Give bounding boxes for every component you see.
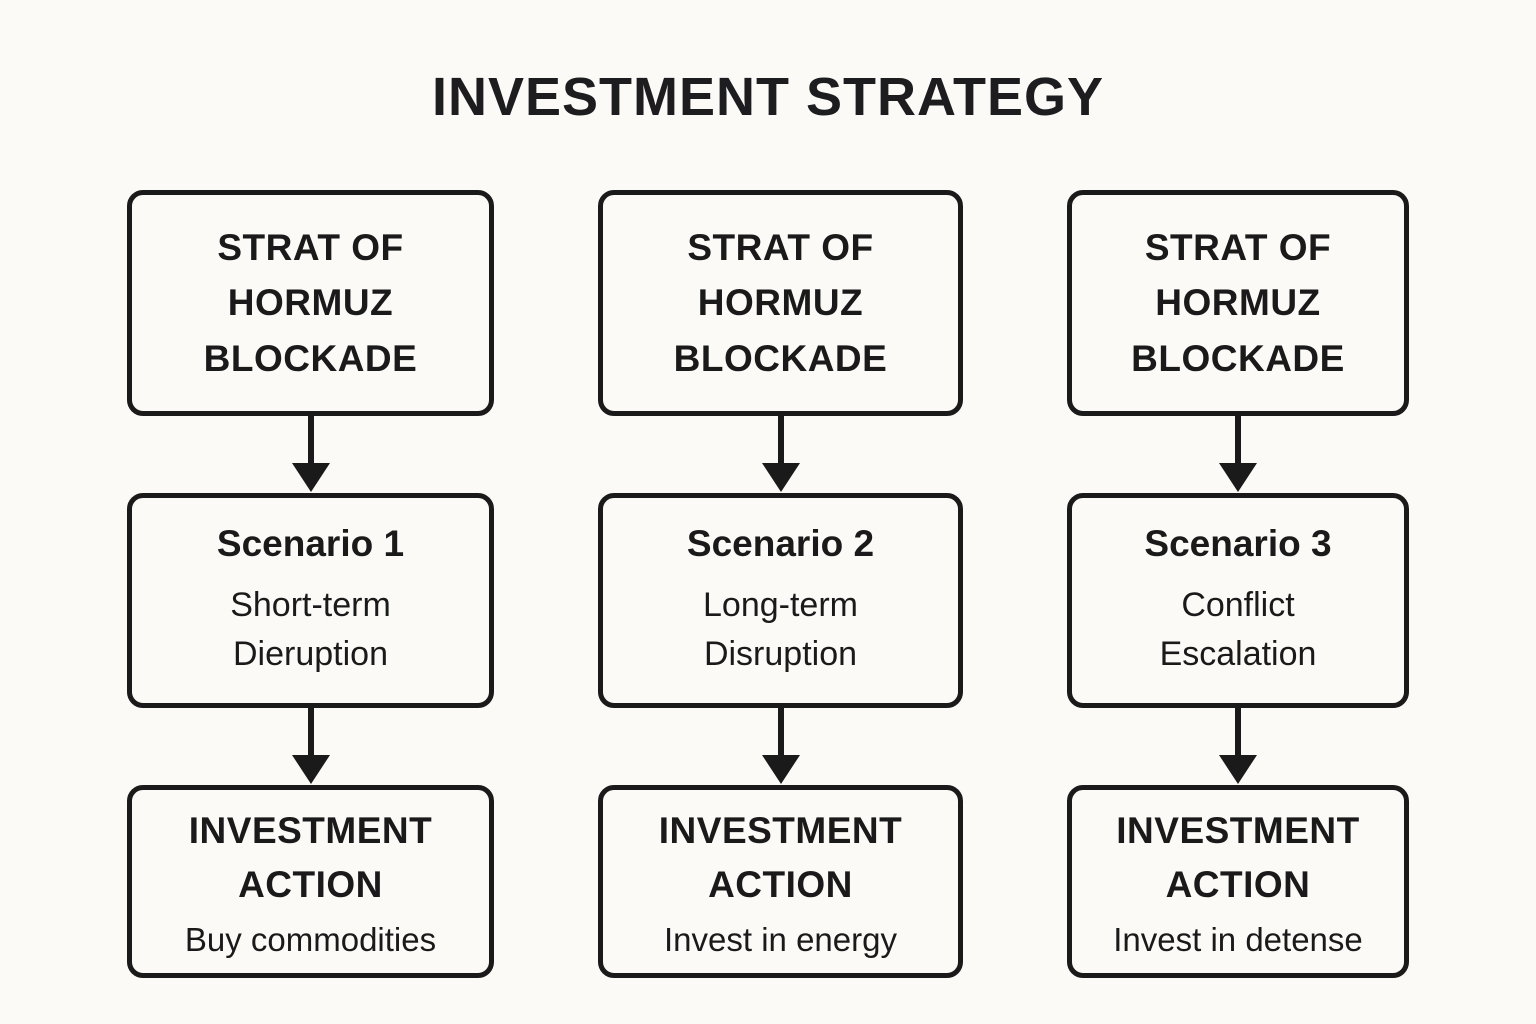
scenario-title: Scenario 2 [686, 523, 875, 565]
source-label: STRAT OF HORMUZ BLOCKADE [1131, 226, 1345, 379]
source-label: STRAT OF HORMUZ BLOCKADE [203, 226, 418, 379]
arrow-head [291, 755, 330, 784]
down-arrow-icon [761, 708, 800, 785]
scenario-description: Long-term Disruption [703, 586, 858, 673]
down-arrow-icon [291, 416, 330, 493]
arrow-head [1219, 463, 1257, 492]
arrow-line [307, 416, 314, 464]
source-label: STRAT OF HORMUZ BLOCKADE [673, 226, 888, 379]
action-box-1: INVESTMENT ACTION Buy commodities [127, 785, 494, 978]
action-description: Invest in detense [1113, 921, 1363, 959]
down-arrow-icon [1219, 708, 1257, 785]
action-title: INVESTMENT ACTION [188, 809, 433, 905]
arrow-line [1235, 416, 1241, 464]
arrow-head [761, 463, 800, 492]
arrow-line [1235, 708, 1241, 756]
arrow-line [777, 416, 784, 464]
action-description: Buy commodities [184, 921, 437, 959]
action-box-2: INVESTMENT ACTION Invest in energy [598, 785, 963, 978]
action-title: INVESTMENT ACTION [658, 809, 903, 905]
scenario-box-2: Scenario 2 Long-term Disruption [598, 493, 963, 708]
flow-columns: STRAT OF HORMUZ BLOCKADE Scenario 1 Shor… [127, 190, 1409, 978]
arrow-line [777, 708, 784, 756]
scenario-box-1: Scenario 1 Short-term Dieruption [127, 493, 494, 708]
source-box-2: STRAT OF HORMUZ BLOCKADE [598, 190, 963, 416]
arrow-head [761, 755, 800, 784]
scenario-description: Conflict Escalation [1159, 586, 1317, 673]
down-arrow-icon [761, 416, 800, 493]
page-title: INVESTMENT STRATEGY [431, 67, 1105, 127]
scenario-title: Scenario 1 [216, 523, 405, 565]
flow-column-2: STRAT OF HORMUZ BLOCKADE Scenario 2 Long… [598, 190, 963, 978]
arrow-head [1219, 755, 1257, 784]
source-box-1: STRAT OF HORMUZ BLOCKADE [127, 190, 494, 416]
arrow-line [307, 708, 314, 756]
down-arrow-icon [1219, 416, 1257, 493]
scenario-description: Short-term Dieruption [230, 586, 391, 673]
action-box-3: INVESTMENT ACTION Invest in detense [1067, 785, 1409, 978]
flow-column-3: STRAT OF HORMUZ BLOCKADE Scenario 3 Conf… [1067, 190, 1409, 978]
action-description: Invest in energy [664, 921, 897, 959]
flow-column-1: STRAT OF HORMUZ BLOCKADE Scenario 1 Shor… [127, 190, 494, 978]
scenario-title: Scenario 3 [1144, 523, 1332, 565]
down-arrow-icon [291, 708, 330, 785]
scenario-box-3: Scenario 3 Conflict Escalation [1067, 493, 1409, 708]
source-box-3: STRAT OF HORMUZ BLOCKADE [1067, 190, 1409, 416]
arrow-head [291, 463, 330, 492]
action-title: INVESTMENT ACTION [1116, 809, 1360, 905]
